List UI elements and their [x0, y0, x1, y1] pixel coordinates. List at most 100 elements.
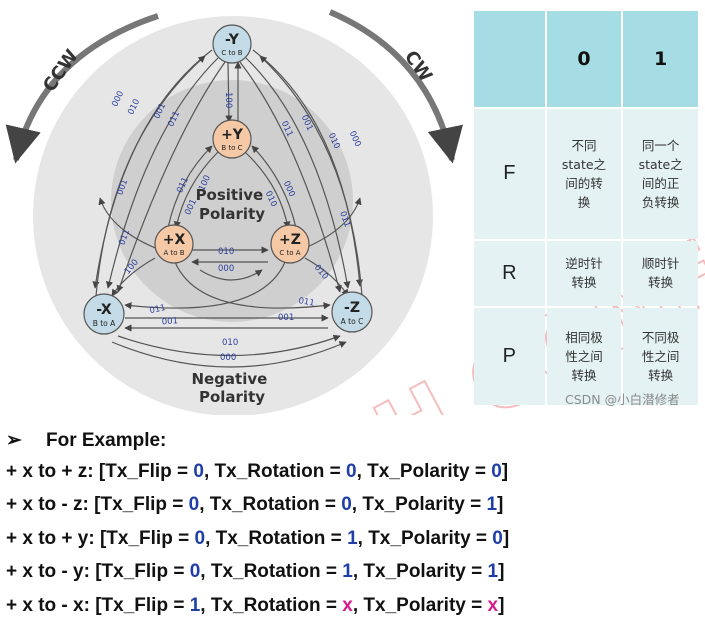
cell-line: 间的转 [565, 175, 603, 191]
node-sub: C to A [279, 249, 300, 257]
rotation-value: 1 [342, 561, 353, 583]
example-line: + x to - x: [Tx_Flip = 1, Tx_Rotation = … [6, 589, 701, 622]
node-name: -Y [225, 32, 240, 48]
ex-text: ] [497, 494, 504, 516]
ex-text: , Tx_Polarity = [357, 527, 493, 549]
polarity-value: 0 [492, 527, 503, 549]
code-label: 000 [220, 353, 236, 363]
polarity-value: 1 [486, 494, 498, 516]
rotation-value: 1 [347, 527, 358, 549]
cell-line: 相同极 [565, 329, 603, 345]
cell-line: 转换 [648, 367, 674, 383]
edge-lines [92, 49, 364, 368]
ex-text: , Tx_Rotation = [205, 527, 348, 549]
table-header-cell: 1 [623, 11, 698, 107]
examples-section: ➢For Example: + x to + z: [Tx_Flip = 0, … [6, 426, 701, 622]
flip-value: 0 [188, 494, 200, 516]
examples-heading: ➢For Example: [6, 426, 701, 455]
table-header-row: 0 1 [474, 11, 698, 107]
cell-line: 转换 [648, 275, 674, 291]
ex-text: + x to - z: [Tx_Flip = [6, 494, 189, 516]
node-sub: A to C [341, 317, 364, 326]
example-line: + x to + z: [Tx_Flip = 0, Tx_Rotation = … [6, 455, 701, 488]
positive-label-line2: Polarity [199, 205, 265, 223]
negative-polarity-label: Negative Polarity [191, 370, 272, 406]
table-cell: 逆时针 转换 [546, 240, 622, 306]
ex-text: , Tx_Rotation = [203, 461, 346, 482]
cw-label: CW [400, 47, 436, 86]
cell-line: 不同 [571, 137, 597, 153]
code-label: 001 [161, 316, 178, 327]
cw-arrow-icon [328, 9, 463, 164]
cell-line: 不同极 [641, 329, 680, 345]
cell-line: state之 [638, 156, 683, 172]
node-neg-y: -Y C to B [212, 24, 252, 64]
node-pos-x: +X A to B [154, 224, 194, 264]
header-value: 1 [654, 48, 668, 70]
examples-title: For Example: [46, 430, 167, 451]
row-label-f: F [474, 109, 545, 239]
example-line: + x to + y: [Tx_Flip = 0, Tx_Rotation = … [6, 522, 701, 555]
ex-text: , Tx_Polarity = [351, 494, 487, 516]
ccw-arrow-icon [5, 13, 159, 164]
ex-text: + x to - y: [Tx_Flip = [6, 561, 190, 583]
ex-text: + x to - x: [Tx_Flip = [6, 594, 190, 616]
code-label: 011 [149, 303, 167, 316]
positive-label-line1: Positive [196, 186, 264, 204]
flip-value: 0 [189, 561, 201, 583]
table-cell: 同一个 state之 间的正 负转换 [623, 109, 698, 239]
table-corner-cell [474, 11, 545, 107]
cell-line: 顺时针 [641, 256, 680, 272]
row-label-p: P [474, 307, 545, 405]
flip-value: 0 [193, 461, 204, 482]
node-sub: B to A [93, 319, 116, 328]
cell-line: 逆时针 [565, 256, 603, 272]
row-label-r: R [474, 240, 545, 306]
node-sub: C to B [221, 49, 242, 57]
header-value: 0 [577, 48, 591, 70]
node-name: -X [96, 302, 112, 318]
ex-text: , Tx_Polarity = [356, 461, 492, 482]
ex-text: ] [501, 461, 509, 482]
table-header-cell: 0 [546, 11, 622, 107]
source-tag: CSDN @小白潜修者 [565, 392, 680, 407]
node-name: +Y [221, 127, 244, 143]
code-label: 011 [298, 296, 316, 309]
cell-line: 间的正 [641, 175, 680, 191]
flip-value: 1 [189, 594, 201, 616]
node-neg-z: -Z A to C [331, 291, 373, 333]
node-neg-x: -X B to A [83, 293, 125, 335]
positive-polarity-label: Positive Polarity [196, 186, 269, 223]
ex-text: , Tx_Polarity = [352, 594, 488, 616]
polarity-value: 1 [487, 561, 499, 583]
ex-text: ] [498, 594, 505, 616]
node-sub: B to C [221, 144, 242, 152]
ccw-label: CCW [39, 46, 83, 96]
polarity-value: x [487, 594, 499, 616]
code-label: 010 [218, 247, 234, 257]
example-line: + x to - y: [Tx_Flip = 0, Tx_Rotation = … [6, 555, 701, 588]
cell-line: 性之间 [565, 348, 603, 364]
node-pos-y: +Y B to C [212, 119, 252, 159]
ex-text: , Tx_Rotation = [200, 561, 343, 583]
ex-text: ] [498, 561, 505, 583]
negative-label-line2: Polarity [199, 388, 265, 406]
polarity-value: 0 [491, 461, 502, 482]
ex-text: ] [502, 527, 510, 549]
node-name: +X [163, 232, 186, 248]
ex-text: , Tx_Rotation = [200, 594, 343, 616]
code-label: 000 [218, 264, 234, 274]
table-row: P 相同极 性之间 转换 不同极 性之间 转换 [474, 307, 698, 405]
rotation-value: 0 [345, 461, 357, 482]
node-pos-z: +Z C to A [270, 224, 310, 264]
table-cell: 顺时针 转换 [623, 240, 698, 306]
rotation-value: 0 [341, 494, 352, 516]
table-cell: 不同 state之 间的转 换 [546, 109, 622, 239]
code-label: 001 [278, 313, 294, 323]
negative-label-line1: Negative [191, 370, 267, 388]
table-row: R 逆时针 转换 顺时针 转换 [474, 240, 698, 306]
ex-text: , Tx_Polarity = [352, 561, 488, 583]
flip-value: 0 [194, 527, 206, 549]
meaning-table: 0 1 F 不同 state之 间的转 换 同一个 state之 间的正 负转换… [472, 9, 700, 407]
ex-text: + x to + z: [Tx_Flip = [6, 461, 194, 482]
